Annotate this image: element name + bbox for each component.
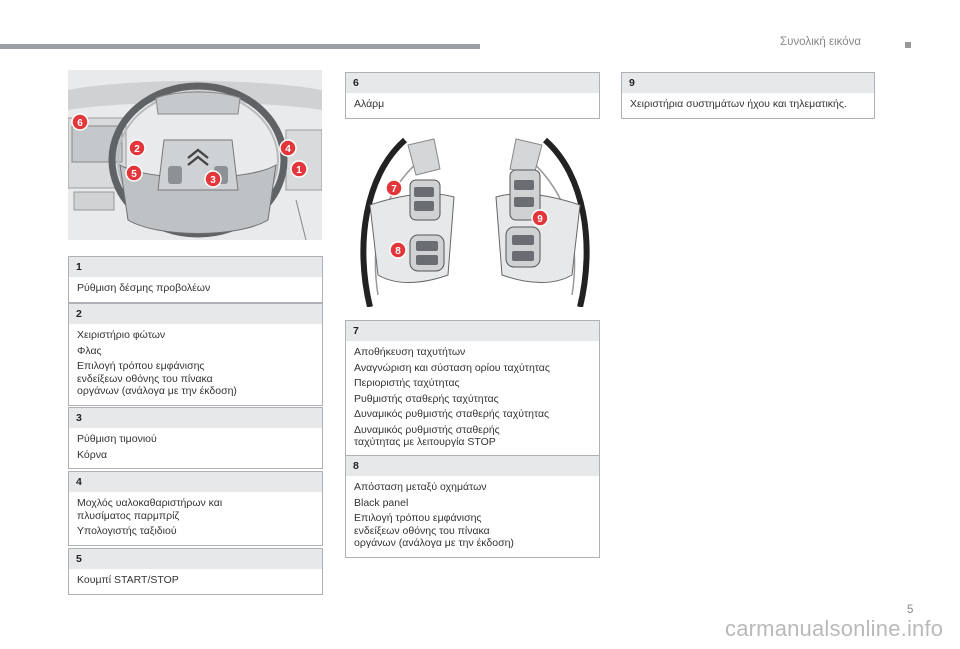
svg-text:3: 3 (210, 175, 216, 186)
legend-line: Αναγνώριση και σύσταση ορίου ταχύτητας (354, 361, 550, 374)
svg-text:1: 1 (296, 165, 302, 176)
legend-line: Επιλογή τρόπου εμφάνισης ενδείξεων οθόνη… (354, 512, 514, 549)
badge-8: 8 (389, 241, 407, 259)
svg-text:4: 4 (285, 144, 291, 155)
badge-4: 4 (279, 139, 297, 157)
legend-line: Κόρνα (77, 448, 108, 461)
legend-box-9: 9 Χειριστήρια συστημάτων ήχου και τηλεμα… (621, 72, 875, 119)
legend-line: Περιοριστής ταχύτητας (354, 377, 460, 389)
legend-box-number: 3 (69, 408, 322, 428)
legend-box-4: 4 Μοχλός υαλοκαθαριστήρων και πλυσίματος… (68, 471, 323, 546)
badge-6: 6 (71, 113, 89, 131)
legend-box-number: 4 (69, 472, 322, 492)
legend-box-7: 7 Αποθήκευση ταχυτήτων Αναγνώριση και σύ… (345, 320, 600, 457)
legend-line: Επιλογή τρόπου εμφάνισης ενδείξεων οθόνη… (77, 360, 237, 397)
legend-line: Black panel (354, 496, 409, 509)
page-number: 5 (907, 604, 914, 616)
legend-line: Ρυθμιστής σταθερής ταχύτητας (354, 392, 499, 405)
svg-text:6: 6 (77, 118, 83, 129)
watermark: carmanualsonline.info (725, 616, 944, 641)
legend-box-6: 6 Αλάρμ (345, 72, 600, 119)
legend-box-number: 2 (69, 304, 322, 324)
svg-text:5: 5 (131, 169, 137, 180)
legend-box-number: 1 (69, 257, 322, 277)
legend-box-3: 3 Ρύθμιση τιμονιού Κόρνα (68, 407, 323, 469)
legend-box-5: 5 Κουμπί START/STOP (68, 548, 323, 595)
legend-line: Δυναμικός ρυθμιστής σταθερής ταχύτητας (354, 408, 550, 420)
legend-box-number: 9 (622, 73, 874, 93)
legend-line: Φλας (77, 344, 102, 357)
legend-line: Χειριστήρια συστημάτων ήχου και τηλεματι… (630, 98, 847, 110)
badge-3: 3 (204, 170, 222, 188)
steering-controls-illustration: 7 9 8 (350, 135, 600, 307)
legend-line: Ρύθμιση τιμονιού (77, 433, 157, 445)
section-marker-icon (905, 42, 911, 48)
section-title: Συνολική εικόνα (780, 36, 862, 48)
legend-line: Αλάρμ (354, 98, 385, 110)
legend-box-2: 2 Χειριστήριο φώτων Φλας Επιλογή τρόπου … (68, 303, 323, 406)
svg-text:9: 9 (537, 214, 543, 225)
legend-box-8: 8 Απόσταση μεταξύ οχημάτων Black panel Ε… (345, 455, 600, 558)
dashboard-illustration: 6 2 5 3 4 1 (68, 70, 322, 240)
legend-line: Κουμπί START/STOP (77, 574, 179, 586)
legend-box-number: 5 (69, 549, 322, 569)
badge-1: 1 (290, 160, 308, 178)
badge-2: 2 (128, 139, 146, 157)
legend-line: Υπολογιστής ταξιδιού (77, 525, 177, 537)
header-bar (0, 44, 480, 49)
svg-text:8: 8 (395, 246, 401, 257)
legend-line: Μοχλός υαλοκαθαριστήρων και πλυσίματος π… (77, 497, 223, 522)
legend-line: Ρύθμιση δέσμης προβολέων (77, 282, 211, 294)
legend-box-number: 7 (346, 321, 599, 341)
legend-box-number: 8 (346, 456, 599, 476)
legend-line: Χειριστήριο φώτων (77, 329, 166, 341)
badge-7: 7 (385, 179, 403, 197)
legend-line: Δυναμικός ρυθμιστής σταθερής ταχύτητας μ… (354, 423, 500, 449)
svg-text:7: 7 (391, 184, 397, 195)
svg-text:2: 2 (134, 144, 140, 155)
badge-5: 5 (125, 164, 143, 182)
badge-9: 9 (531, 209, 549, 227)
legend-box-1: 1 Ρύθμιση δέσμης προβολέων (68, 256, 323, 303)
legend-line: Αποθήκευση ταχυτήτων (354, 346, 466, 358)
legend-line: Απόσταση μεταξύ οχημάτων (354, 481, 487, 493)
legend-box-number: 6 (346, 73, 599, 93)
